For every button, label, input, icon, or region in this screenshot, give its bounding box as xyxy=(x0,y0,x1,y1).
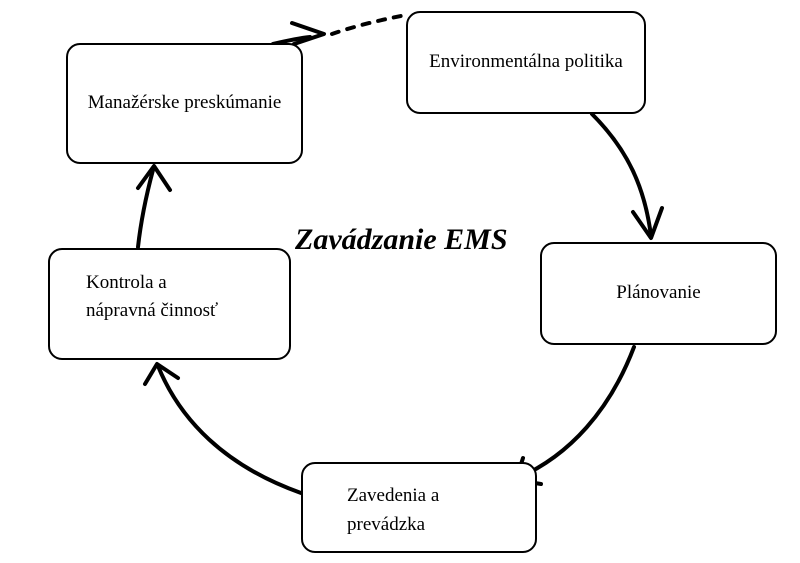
arrowhead-implementation-to-checking xyxy=(143,362,180,386)
node-label: Manažérske preskúmanie xyxy=(87,92,282,114)
node-label: Kontrola a nápravná činnosť xyxy=(86,271,219,322)
node-management-review: Manažérske preskúmanie xyxy=(66,43,303,164)
node-label: Plánovanie xyxy=(616,282,701,304)
dotted-link-review-to-policy xyxy=(330,13,408,36)
node-environmental-policy: Environmentálna politika xyxy=(406,11,646,114)
arrow-policy-to-planning xyxy=(590,112,653,238)
node-label: Environmentálna politika xyxy=(429,51,623,73)
arrow-checking-to-review xyxy=(136,168,155,249)
node-planning: Plánovanie xyxy=(540,242,777,345)
arrow-implementation-to-checking xyxy=(156,364,303,495)
arrowhead-policy-to-planning xyxy=(631,206,664,240)
arrow-planning-to-implementation xyxy=(516,345,636,480)
arrowhead-checking-to-review xyxy=(136,164,172,192)
arrowhead-review-to-policy xyxy=(290,21,326,46)
diagram-title: Zavádzanie EMS xyxy=(295,223,508,256)
node-checking-corrective-action: Kontrola a nápravná činnosť xyxy=(48,248,291,360)
node-implementation-operation: Zavedenia a prevádzka xyxy=(301,462,537,553)
node-label: Zavedenia a prevádzka xyxy=(347,485,440,535)
